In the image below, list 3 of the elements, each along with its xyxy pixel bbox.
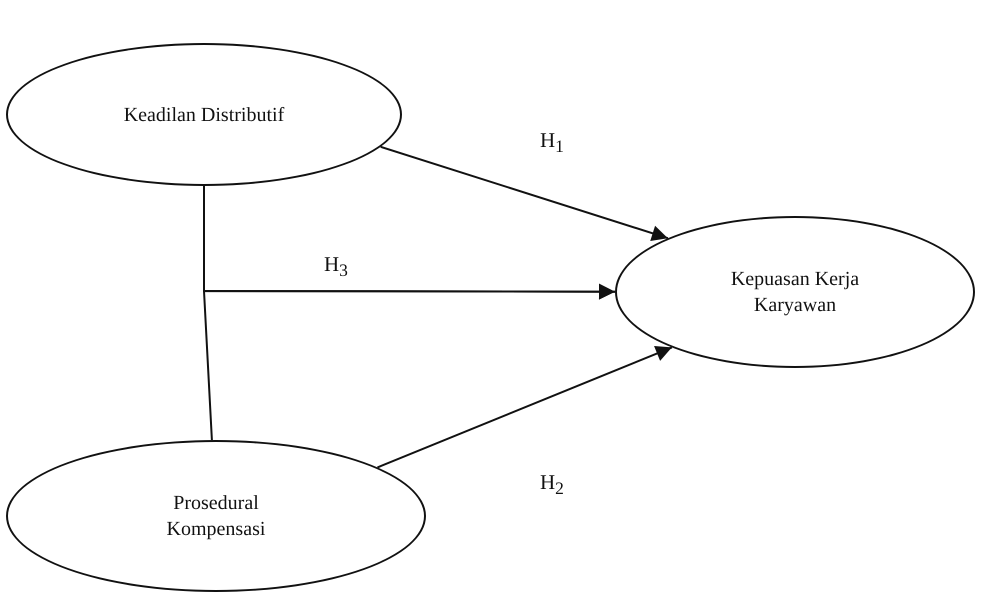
node-label: Kepuasan Kerja Karyawan [730, 267, 860, 318]
node-label: Prosedural Kompensasi [166, 491, 266, 542]
node-label: Keadilan Distributif [124, 102, 284, 128]
